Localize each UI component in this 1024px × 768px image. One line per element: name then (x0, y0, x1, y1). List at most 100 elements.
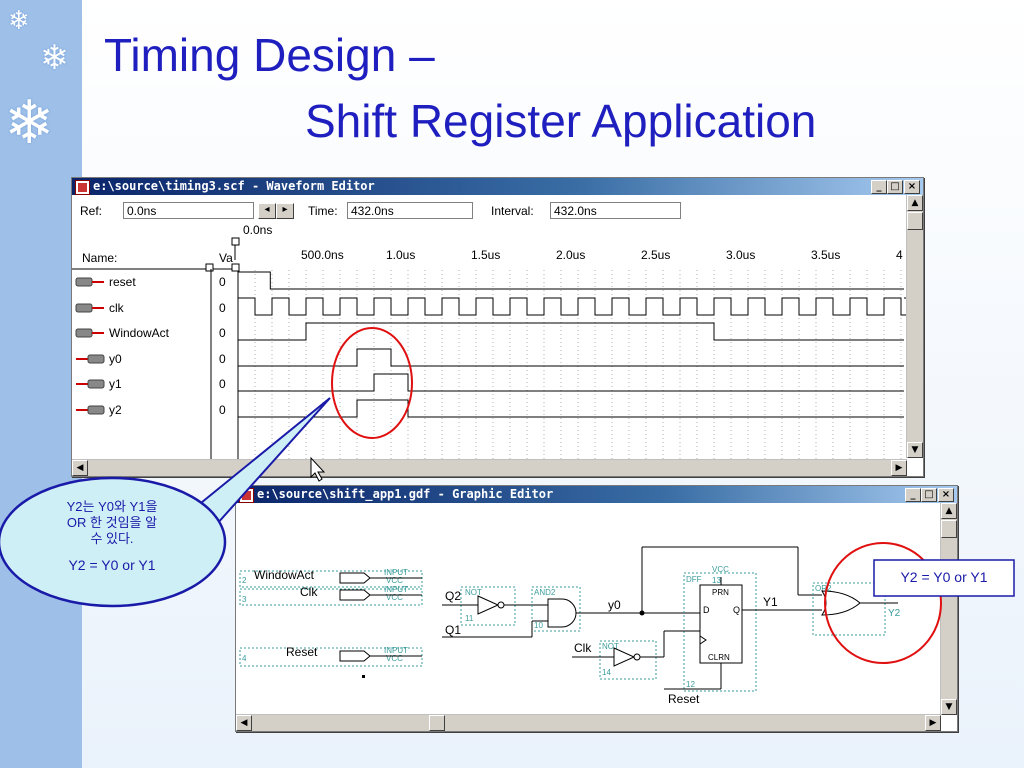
input-pin-clk[interactable]: 3 Clk INPUT VCC (239, 585, 423, 606)
not-gate-1[interactable]: NOT 11 (460, 586, 516, 626)
maximize-button[interactable]: □ (921, 488, 937, 502)
time-label: Time: (308, 204, 338, 218)
svg-text:PRN: PRN (712, 588, 729, 597)
graphic-editor-window[interactable]: e:\source\shift_app1.gdf - Graphic Edito… (235, 485, 958, 732)
svg-text:14: 14 (602, 668, 611, 677)
vertical-scrollbar[interactable]: ▲ ▼ (940, 503, 957, 715)
vertical-scrollbar[interactable]: ▲ ▼ (906, 195, 923, 458)
cursor-time-label: 0.0ns (243, 223, 272, 237)
svg-text:NOT: NOT (602, 642, 619, 651)
callout-text-3: 수 있다. (90, 531, 133, 546)
selection-dot (362, 675, 365, 678)
ref-label: Ref: (80, 204, 103, 218)
scroll-up-button[interactable]: ▲ (907, 195, 923, 211)
signal-value: 0 (219, 403, 226, 417)
slide-title-line2: Shift Register Application (305, 95, 817, 147)
svg-text:12: 12 (686, 680, 695, 689)
maximize-button[interactable]: □ (887, 180, 903, 194)
svg-text:Clk: Clk (300, 585, 318, 599)
waveform-editor-window[interactable]: e:\source\timing3.scf - Waveform Editor … (71, 177, 924, 477)
and-gate[interactable]: AND2 10 (531, 586, 581, 632)
not-gate-2[interactable]: NOT 14 (599, 640, 657, 680)
waveform-trace (238, 322, 904, 341)
signal-name: clk (109, 301, 125, 315)
signal-name: y2 (109, 403, 122, 417)
value-column-handle[interactable] (231, 263, 240, 272)
svg-text:AND2: AND2 (534, 588, 556, 597)
svg-text:VCC: VCC (386, 593, 403, 602)
svg-text:VCC: VCC (712, 565, 729, 574)
signal-row-y2[interactable]: y2 0 (76, 403, 226, 417)
minimize-button[interactable]: _ (905, 488, 921, 502)
horizontal-scrollbar[interactable]: ◀ ▶ (72, 459, 907, 476)
svg-text:2: 2 (242, 576, 247, 585)
snowflake-icon: ❄ (8, 6, 30, 36)
prev-transition-button[interactable]: ◂ (258, 203, 276, 219)
svg-text:CLRN: CLRN (708, 653, 730, 662)
signal-value: 0 (219, 377, 226, 391)
scroll-up-button[interactable]: ▲ (941, 503, 957, 519)
svg-text:Q2: Q2 (445, 589, 461, 603)
waveform-trace (238, 297, 907, 316)
scroll-left-button[interactable]: ◀ (236, 715, 252, 731)
time-tick-label: 2.0us (556, 248, 585, 262)
graphic-editor-titlebar[interactable]: e:\source\shift_app1.gdf - Graphic Edito… (236, 486, 957, 503)
ref-field[interactable]: 0.0ns (123, 202, 254, 219)
scroll-right-button[interactable]: ▶ (891, 460, 907, 476)
time-field[interactable]: 432.0ns (347, 202, 473, 219)
cursor-handle[interactable] (231, 237, 240, 246)
svg-text:NOT: NOT (465, 588, 482, 597)
scroll-right-button[interactable]: ▶ (925, 715, 941, 731)
input-pin-windowact[interactable]: 2 WindowAct INPUT VCC (239, 568, 423, 588)
svg-text:Q1: Q1 (445, 623, 461, 637)
window-title: e:\source\timing3.scf - Waveform Editor (93, 179, 375, 193)
svg-text:11: 11 (465, 614, 474, 623)
input-pin-reset[interactable]: 4 Reset INPUT VCC (239, 645, 423, 667)
close-button[interactable]: × (904, 180, 920, 194)
svg-text:WindowAct: WindowAct (254, 568, 315, 582)
time-tick-label: 500.0ns (301, 248, 344, 262)
svg-text:Y1: Y1 (763, 595, 778, 609)
svg-text:INPUT: INPUT (384, 585, 408, 594)
svg-text:Clk: Clk (574, 641, 592, 655)
d-flip-flop[interactable]: DFF VCC 13 12 D Q PRN CLRN (683, 565, 757, 692)
scroll-thumb[interactable] (429, 715, 445, 731)
name-column-handle[interactable] (205, 263, 214, 272)
scroll-down-button[interactable]: ▼ (907, 442, 923, 458)
scroll-left-button[interactable]: ◀ (72, 460, 88, 476)
svg-text:y0: y0 (608, 598, 621, 612)
window-title: e:\source\shift_app1.gdf - Graphic Edito… (257, 487, 554, 501)
svg-text:3: 3 (242, 595, 247, 604)
scroll-thumb[interactable] (941, 520, 957, 538)
minimize-button[interactable]: _ (871, 180, 887, 194)
svg-text:10: 10 (534, 621, 543, 630)
snowflake-icon: ❄ (40, 38, 69, 78)
schematic-canvas[interactable]: 2 WindowAct INPUT VCC 3 Clk INPUT VCC 4 … (236, 503, 940, 715)
scroll-down-button[interactable]: ▼ (941, 699, 957, 715)
svg-text:DFF: DFF (686, 575, 702, 584)
svg-text:VCC: VCC (386, 654, 403, 663)
svg-text:Y2: Y2 (888, 608, 901, 619)
time-tick-label: 3.0us (726, 248, 755, 262)
next-transition-button[interactable]: ▸ (276, 203, 294, 219)
snowflake-icon: ❄ (4, 88, 55, 158)
waveform-editor-titlebar[interactable]: e:\source\timing3.scf - Waveform Editor … (72, 178, 923, 195)
horizontal-scrollbar[interactable]: ◀ ▶ (236, 714, 941, 731)
svg-text:INPUT: INPUT (384, 568, 408, 577)
signal-row-y1[interactable]: y1 0 (76, 377, 226, 391)
or-gate[interactable]: OR2 16 (812, 582, 886, 636)
scroll-thumb[interactable] (907, 212, 923, 230)
close-button[interactable]: × (938, 488, 954, 502)
svg-text:Reset: Reset (668, 692, 700, 706)
signal-name: y1 (109, 377, 122, 391)
svg-text:OR2: OR2 (815, 584, 832, 593)
name-header: Name: (82, 251, 117, 265)
interval-field[interactable]: 432.0ns (550, 202, 681, 219)
